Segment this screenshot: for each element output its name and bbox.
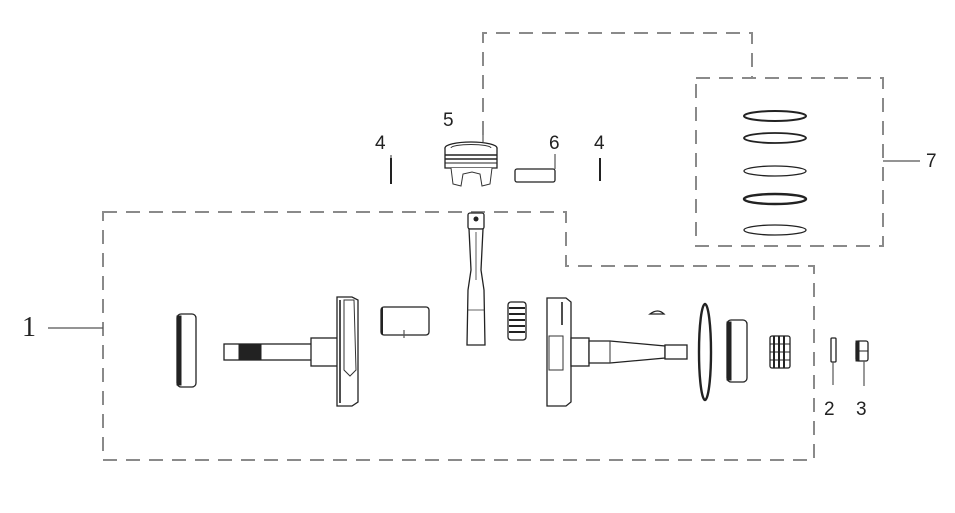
callout-3: 3 [856, 399, 867, 420]
timing-gear [769, 335, 791, 369]
left-main-bearing [176, 313, 197, 388]
callout-1: 1 [22, 312, 36, 343]
ring-set-group-boundary [695, 77, 884, 247]
callout-2: 2 [824, 399, 835, 420]
right-main-bearing [726, 319, 748, 383]
piston-rings [742, 110, 808, 236]
crankshaft-group-boundary [102, 211, 815, 461]
callout-7: 7 [926, 151, 937, 172]
callout-5: 5 [443, 110, 454, 131]
piston [444, 135, 498, 187]
callout-6: 6 [549, 133, 560, 154]
crank-pin [380, 306, 430, 338]
callout-4-right: 4 [594, 133, 605, 154]
piston-pin [514, 154, 556, 183]
needle-bearing [507, 301, 527, 341]
washer [830, 337, 837, 385]
right-crankshaft-half [546, 297, 688, 407]
woodruff-key [648, 310, 666, 315]
piston-group-boundary [482, 32, 753, 135]
callout-4-left: 4 [375, 133, 386, 154]
left-crankshaft-half [223, 296, 359, 407]
nut [855, 340, 869, 386]
connecting-rod [466, 212, 486, 346]
oil-seal [697, 302, 713, 402]
